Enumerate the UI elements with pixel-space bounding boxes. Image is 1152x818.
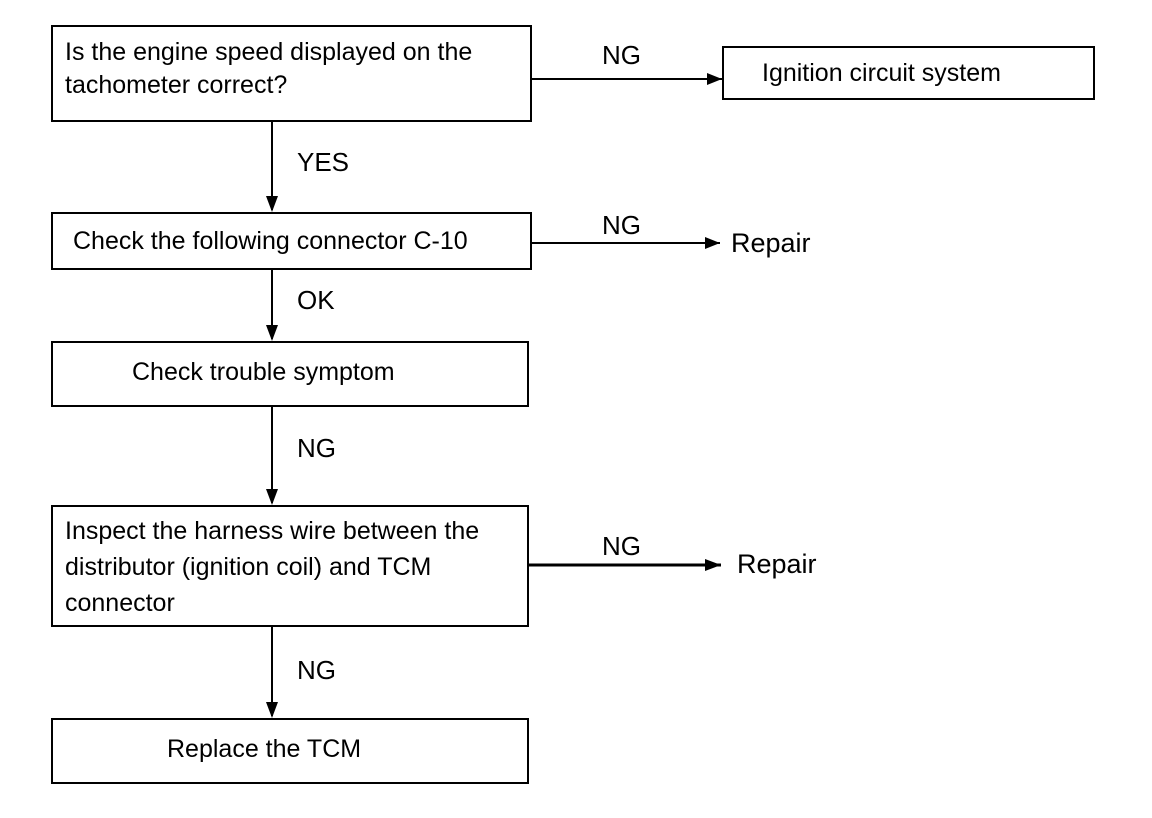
label-step3-ng: NG [297,433,336,463]
label-step4-down-ng: NG [297,655,336,685]
ignition-circuit-text: Ignition circuit system [762,59,1001,87]
arrowhead-step3-step4 [266,489,278,505]
step2-connector-box: Check the following connector C-10 [51,212,532,270]
label-step1-yes: YES [297,147,350,177]
label-step4-ng: NG [602,531,641,561]
arrowhead-step2-step3 [266,325,278,341]
label-step1-ng: NG [602,40,641,70]
arrowhead-step1-step2 [266,196,278,212]
step3-text: Check trouble symptom [132,358,395,386]
arrowhead-step1-ignition [707,73,722,85]
step1-engine-speed-box: Is the engine speed displayed on the tac… [51,25,532,122]
step1-text: Is the engine speed displayed on the tac… [65,38,473,99]
arrowhead-step4-repair [705,559,721,571]
step2-text: Check the following connector C-10 [73,227,468,255]
step5-replace-tcm-box: Replace the TCM [51,718,529,784]
label-step2-repair: Repair [731,228,811,258]
label-step4-repair: Repair [737,549,817,579]
arrowhead-step2-repair [705,237,720,249]
arrowhead-step4-step5 [266,702,278,718]
ignition-circuit-box: Ignition circuit system [722,46,1095,100]
step4-text: Inspect the harness wire between the dis… [65,517,480,617]
step5-text: Replace the TCM [167,735,362,763]
label-step2-ng: NG [602,210,641,240]
label-step2-ok: OK [297,285,335,315]
step3-symptom-box: Check trouble symptom [51,341,529,407]
step4-harness-box: Inspect the harness wire between the dis… [51,505,529,627]
